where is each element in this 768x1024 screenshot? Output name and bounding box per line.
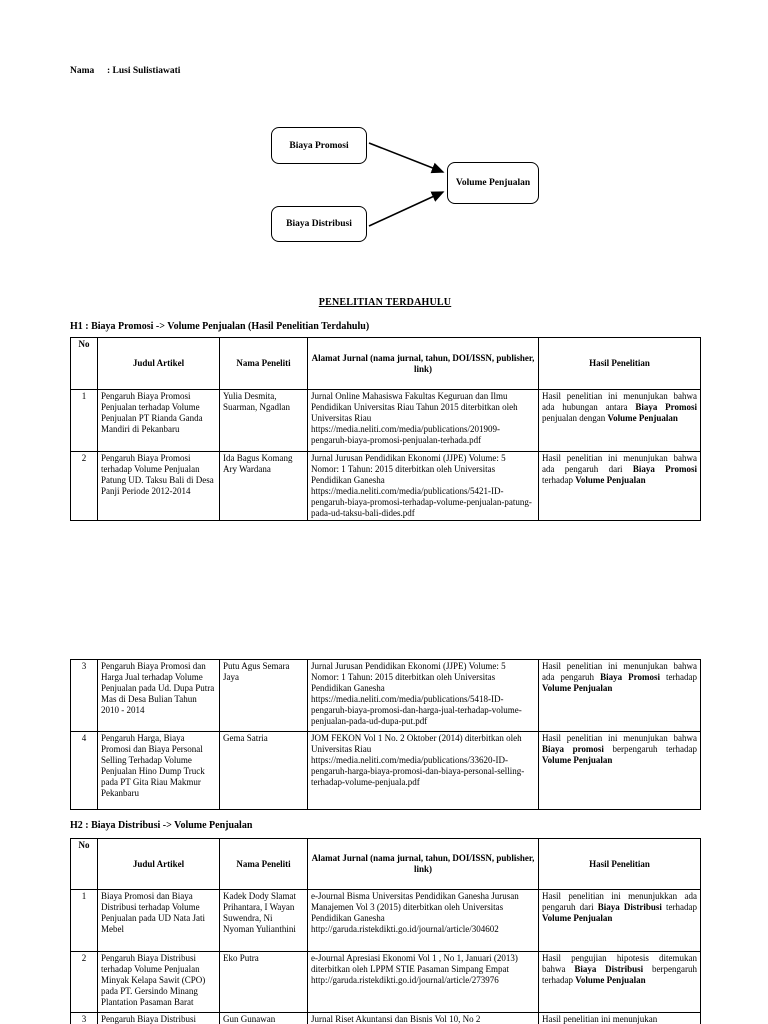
cell-judul: Pengaruh Biaya Promosi dan Harga Jual te…	[97, 659, 220, 732]
name-value: : Lusi Sulistiawati	[107, 66, 181, 76]
cell-no: 2	[70, 451, 98, 521]
col-header-judul: Judul Artikel	[97, 337, 220, 390]
table-row: 1 Pengaruh Biaya Promosi Penjualan terha…	[70, 389, 701, 452]
cell-nama: Kadek Dody Slamat Prihantara, I Wayan Su…	[219, 889, 308, 952]
h2-heading: H2 : Biaya Distribusi -> Volume Penjuala…	[70, 820, 253, 831]
diagram-box-biaya-distribusi: Biaya Distribusi	[271, 206, 367, 242]
cell-judul: Biaya Promosi dan Biaya Distribusi terha…	[97, 889, 220, 952]
cell-alamat: Jurnal Jurusan Pendidikan Ekonomi (JJPE)…	[307, 659, 539, 732]
table-row: 1 Biaya Promosi dan Biaya Distribusi ter…	[70, 889, 701, 952]
cell-judul: Pengaruh Biaya Distribusi	[97, 1012, 220, 1024]
cell-nama: Yulia Desmita, Suarman, Ngadlan	[219, 389, 308, 452]
cell-hasil: Hasil penelitian ini menunjukan	[538, 1012, 701, 1024]
cell-no: 1	[70, 389, 98, 452]
section-title: PENELITIAN TERDAHULU	[318, 297, 452, 308]
col-header-no: No	[70, 337, 98, 390]
col-header-alamat: Alamat Jurnal (nama jurnal, tahun, DOI/I…	[307, 337, 539, 390]
cell-alamat: Jurnal Online Mahasiswa Fakultas Kegurua…	[307, 389, 539, 452]
cell-judul: Pengaruh Biaya Promosi terhadap Volume P…	[97, 451, 220, 521]
cell-alamat: e-Journal Bisma Universitas Pendidikan G…	[307, 889, 539, 952]
cell-no: 2	[70, 951, 98, 1013]
cell-no: 3	[70, 1012, 98, 1024]
cell-nama: Ida Bagus Komang Ary Wardana	[219, 451, 308, 521]
diagram-arrows	[368, 142, 445, 227]
cell-hasil: Hasil penelitian ini menunjukan bahwa ad…	[538, 451, 701, 521]
cell-alamat: Jurnal Jurusan Pendidikan Ekonomi (JJPE)…	[307, 451, 539, 521]
col-header-nama: Nama Peneliti	[219, 337, 308, 390]
h1-table-part1: No Judul Artikel Nama Peneliti Alamat Ju…	[70, 337, 701, 521]
col-header-alamat: Alamat Jurnal (nama jurnal, tahun, DOI/I…	[307, 838, 539, 890]
table-row: 3 Pengaruh Biaya Distribusi Gun Gunawan …	[70, 1012, 701, 1024]
table-row: 4 Pengaruh Harga, Biaya Promosi dan Biay…	[70, 731, 701, 810]
col-header-no: No	[70, 838, 98, 890]
cell-hasil: Hasil penelitian ini menunjukkan ada pen…	[538, 889, 701, 952]
col-header-hasil: Hasil Penelitian	[538, 838, 701, 890]
table-row: 2 Pengaruh Biaya Distribusi terhadap Vol…	[70, 951, 701, 1013]
cell-no: 1	[70, 889, 98, 952]
cell-hasil: Hasil penelitian ini menunjukan bahwa Bi…	[538, 731, 701, 810]
cell-no: 4	[70, 731, 98, 810]
cell-alamat: Jurnal Riset Akuntansi dan Bisnis Vol 10…	[307, 1012, 539, 1024]
h1-heading: H1 : Biaya Promosi -> Volume Penjualan (…	[70, 321, 370, 332]
diagram-box-volume-penjualan: Volume Penjualan	[447, 162, 539, 204]
cell-no: 3	[70, 659, 98, 732]
cell-alamat: e-Journal Apresiasi Ekonomi Vol 1 , No 1…	[307, 951, 539, 1013]
cell-judul: Pengaruh Biaya Distribusi terhadap Volum…	[97, 951, 220, 1013]
cell-nama: Gun Gunawan	[219, 1012, 308, 1024]
author-name-line: Nama : Lusi Sulistiawati	[70, 66, 180, 76]
cell-judul: Pengaruh Biaya Promosi Penjualan terhada…	[97, 389, 220, 452]
cell-nama: Eko Putra	[219, 951, 308, 1013]
table-header-row: No Judul Artikel Nama Peneliti Alamat Ju…	[70, 838, 701, 890]
col-header-judul: Judul Artikel	[97, 838, 220, 890]
h1-table-part2: 3 Pengaruh Biaya Promosi dan Harga Jual …	[70, 659, 701, 810]
col-header-hasil: Hasil Penelitian	[538, 337, 701, 390]
cell-nama: Putu Agus Semara Jaya	[219, 659, 308, 732]
arrow-promosi-to-volume-icon	[368, 142, 445, 174]
table-row: 3 Pengaruh Biaya Promosi dan Harga Jual …	[70, 659, 701, 732]
cell-judul: Pengaruh Harga, Biaya Promosi dan Biaya …	[97, 731, 220, 810]
cell-hasil: Hasil pengujian hipotesis ditemukan bahw…	[538, 951, 701, 1013]
cell-nama: Gema Satria	[219, 731, 308, 810]
col-header-nama: Nama Peneliti	[219, 838, 308, 890]
table-header-row: No Judul Artikel Nama Peneliti Alamat Ju…	[70, 337, 701, 390]
concept-diagram: Biaya Promosi Biaya Distribusi Volume Pe…	[0, 110, 768, 250]
arrow-distribusi-to-volume-icon	[368, 191, 445, 227]
h2-table: No Judul Artikel Nama Peneliti Alamat Ju…	[70, 838, 701, 1024]
cell-hasil: Hasil penelitian ini menunjukan bahwa ad…	[538, 389, 701, 452]
diagram-box-biaya-promosi: Biaya Promosi	[271, 127, 367, 164]
name-label: Nama	[70, 66, 95, 76]
cell-hasil: Hasil penelitian ini menunjukan bahwa ad…	[538, 659, 701, 732]
cell-alamat: JOM FEKON Vol 1 No. 2 Oktober (2014) dit…	[307, 731, 539, 810]
table-row: 2 Pengaruh Biaya Promosi terhadap Volume…	[70, 451, 701, 521]
